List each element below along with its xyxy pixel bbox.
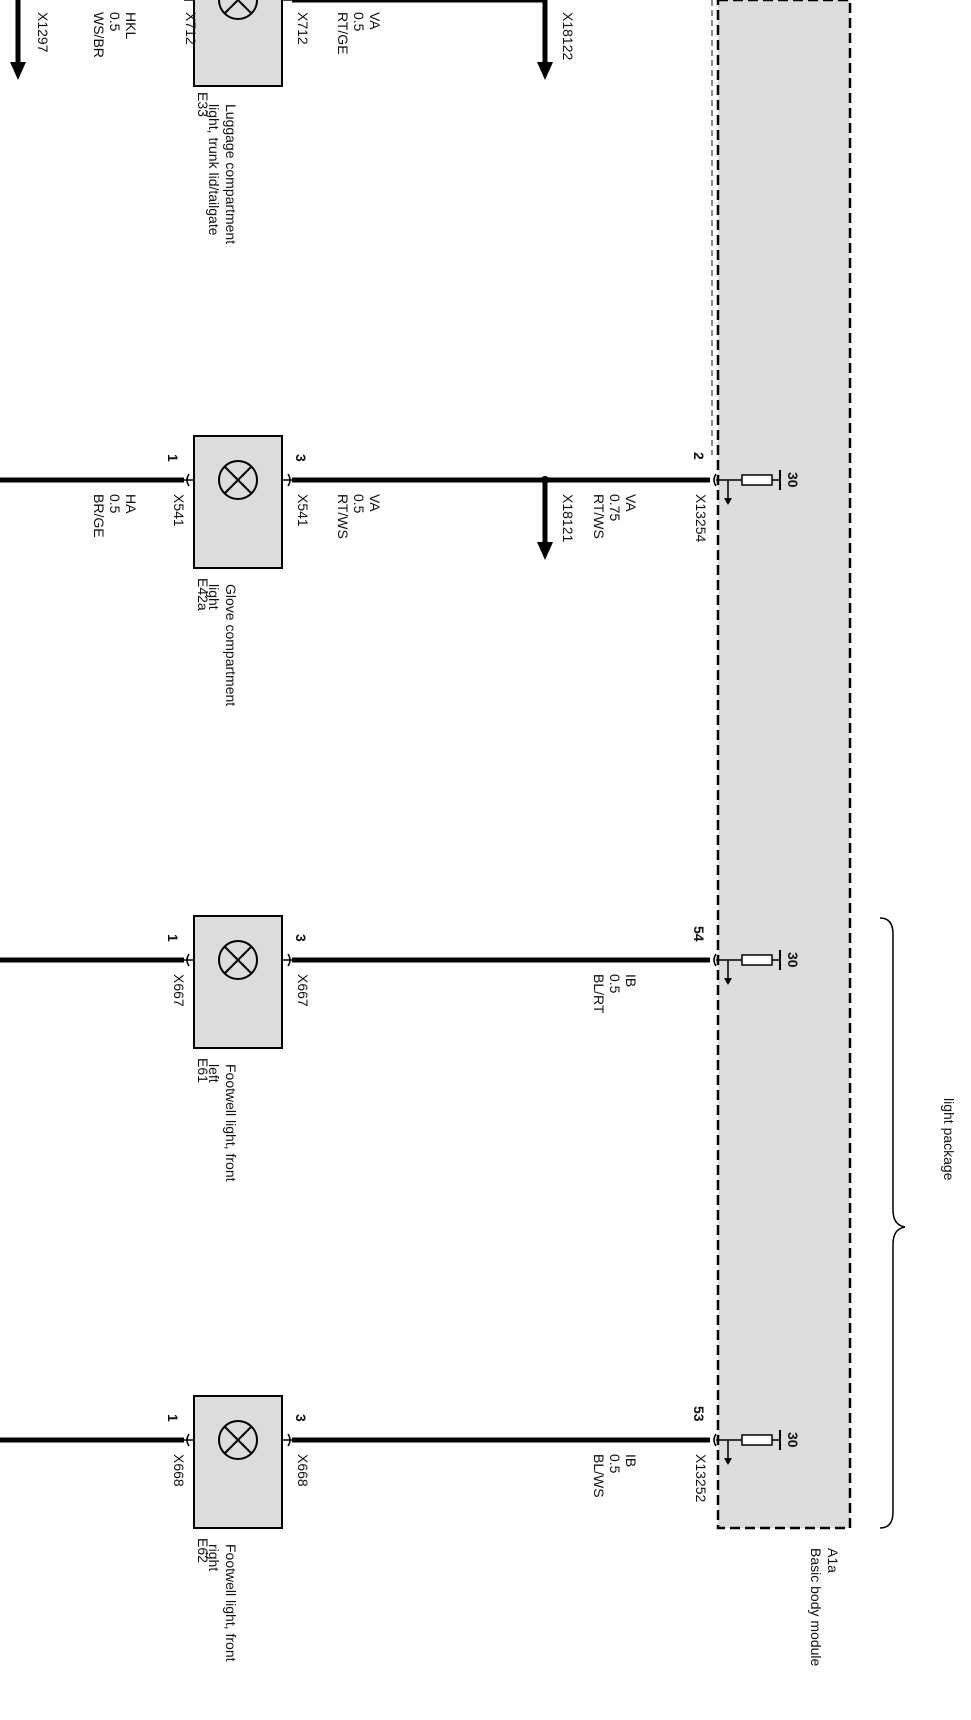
- e61-module-wire-color: BL/RT: [591, 974, 607, 1014]
- circuit-e61: E61 Footwell light, front left 1 3 X667 …: [0, 915, 801, 1182]
- e42a-out-wire-color: BR/GE: [91, 494, 107, 538]
- e42a-in-wire-gauge: 0.5: [351, 494, 367, 514]
- e42a-fuse-icon: [716, 470, 781, 505]
- e62-pin-hi-mark: [287, 1433, 291, 1447]
- e62-box: [193, 1395, 283, 1529]
- e33-in-wire-type: VA: [367, 12, 383, 30]
- e42a-module-wire-color: RT/WS: [591, 494, 607, 539]
- e33-lamp-icon: [218, 0, 258, 20]
- e61-module-pin-mark: [713, 953, 717, 967]
- e61-box: [193, 915, 283, 1049]
- e42a-module-pin: 2: [691, 452, 707, 460]
- e62-fuse-label: 30: [785, 1432, 801, 1448]
- e61-component-name-1: Footwell light, front: [223, 1064, 239, 1182]
- e62-component-name-2: right: [206, 1544, 222, 1571]
- e61-module-wire-type: IB: [623, 974, 639, 987]
- e62-component-name-1: Footwell light, front: [223, 1544, 239, 1662]
- e62-module-wire-color: BL/WS: [591, 1454, 607, 1498]
- e62-module-connector: X13252: [693, 1454, 709, 1502]
- e42a-out-wire-type: HA: [123, 494, 139, 514]
- e62-lamp-icon: [218, 1420, 258, 1460]
- e62-pin-lo: 1: [165, 1414, 181, 1422]
- e61-fuse-icon: [716, 950, 781, 985]
- e62-pin-lo-mark: [186, 1433, 190, 1447]
- light-package-label: light package: [941, 1098, 957, 1181]
- e42a-connector-hi: X541: [295, 494, 311, 527]
- e62-module-pin: 53: [691, 1406, 707, 1422]
- e42a-fuse-label: 30: [785, 472, 801, 488]
- body-module-box: [716, 0, 852, 1530]
- e33-connector-hi: X712: [295, 12, 311, 45]
- e62-module-wire-gauge: 0.5: [607, 1454, 623, 1474]
- e62-module-wire-type: IB: [623, 1454, 639, 1467]
- e62-connector-hi: X668: [295, 1454, 311, 1487]
- e62-module-pin-mark: [713, 1433, 717, 1447]
- e42a-in-wire-color: RT/WS: [335, 494, 351, 539]
- e42a-module-pin-mark: [713, 473, 717, 487]
- e61-module-pin: 54: [691, 926, 707, 942]
- e42a-module-wire-gauge: 0.75: [607, 494, 623, 521]
- e62-component-id: E62: [195, 1538, 211, 1563]
- e33-out-wire-gauge: 0.5: [107, 12, 123, 32]
- body-module-name: Basic body module: [808, 1548, 824, 1667]
- e61-pin-hi-mark: [287, 953, 291, 967]
- e61-lamp-icon: [218, 940, 258, 980]
- e42a-module-connector: X13254: [693, 494, 709, 542]
- e33-out-wire-type: HKL: [123, 12, 139, 39]
- e42a-pin-lo-mark: [186, 473, 190, 487]
- e33-ground-arrow-icon: [10, 62, 26, 80]
- e42a-module-wire-type: VA: [623, 494, 639, 512]
- e62-fuse-icon: [716, 1430, 781, 1465]
- e42a-pin-hi: 3: [293, 454, 309, 462]
- e62-connector-lo: X668: [171, 1454, 187, 1487]
- e42a-out-wire-gauge: 0.5: [107, 494, 123, 514]
- e42a-component-name-2: light: [206, 584, 222, 610]
- e61-module-wire-gauge: 0.5: [607, 974, 623, 994]
- e61-component-id: E61: [195, 1058, 211, 1083]
- e42a-pin-lo: 1: [165, 454, 181, 462]
- e33-component-id: E33: [195, 92, 211, 117]
- e42a-connector-lo: X541: [171, 494, 187, 527]
- e33-branch-connector: X18122: [560, 12, 576, 60]
- circuit-e42a: E42a Glove compartment light 1 3 X541 X5…: [0, 435, 801, 706]
- e42a-in-wire-type: VA: [367, 494, 383, 512]
- light-package-brace: [879, 917, 906, 1529]
- circuit-e62: E62 Footwell light, front right 1 3 X668…: [0, 1395, 801, 1662]
- e61-fuse-label: 30: [785, 952, 801, 968]
- e42a-component-name-1: Glove compartment: [223, 584, 239, 706]
- e62-pin-hi: 3: [293, 1414, 309, 1422]
- body-module-id: A1a: [825, 1548, 841, 1573]
- e33-component-name-2: light, trunk lid/tailgate: [206, 104, 222, 236]
- e42a-box: [193, 435, 283, 569]
- e33-branch-arrow-icon: [537, 62, 553, 80]
- e42a-pin-hi-mark: [287, 473, 291, 487]
- e42a-branch-arrow-icon: [537, 542, 553, 560]
- e33-component-name-1: Luggage compartment: [223, 104, 239, 244]
- e42a-component-id: E42a: [195, 578, 211, 611]
- e42a-lamp-icon: [218, 460, 258, 500]
- e61-pin-lo-mark: [186, 953, 190, 967]
- e33-in-wire-color: RT/GE: [335, 12, 351, 55]
- e33-out-wire-color: WS/BR: [91, 12, 107, 58]
- e42a-branch-connector: X18121: [560, 494, 576, 542]
- circuit-e33: E33 Luggage compartment light, trunk lid…: [10, 0, 576, 244]
- e61-component-name-2: left: [206, 1064, 222, 1083]
- e61-pin-hi: 3: [293, 934, 309, 942]
- e61-connector-hi: X667: [295, 974, 311, 1007]
- e33-ground-connector: X1297: [35, 12, 51, 53]
- e61-pin-lo: 1: [165, 934, 181, 942]
- e61-connector-lo: X667: [171, 974, 187, 1007]
- e33-connector-lo: X712: [183, 12, 199, 45]
- e33-in-wire-gauge: 0.5: [351, 12, 367, 32]
